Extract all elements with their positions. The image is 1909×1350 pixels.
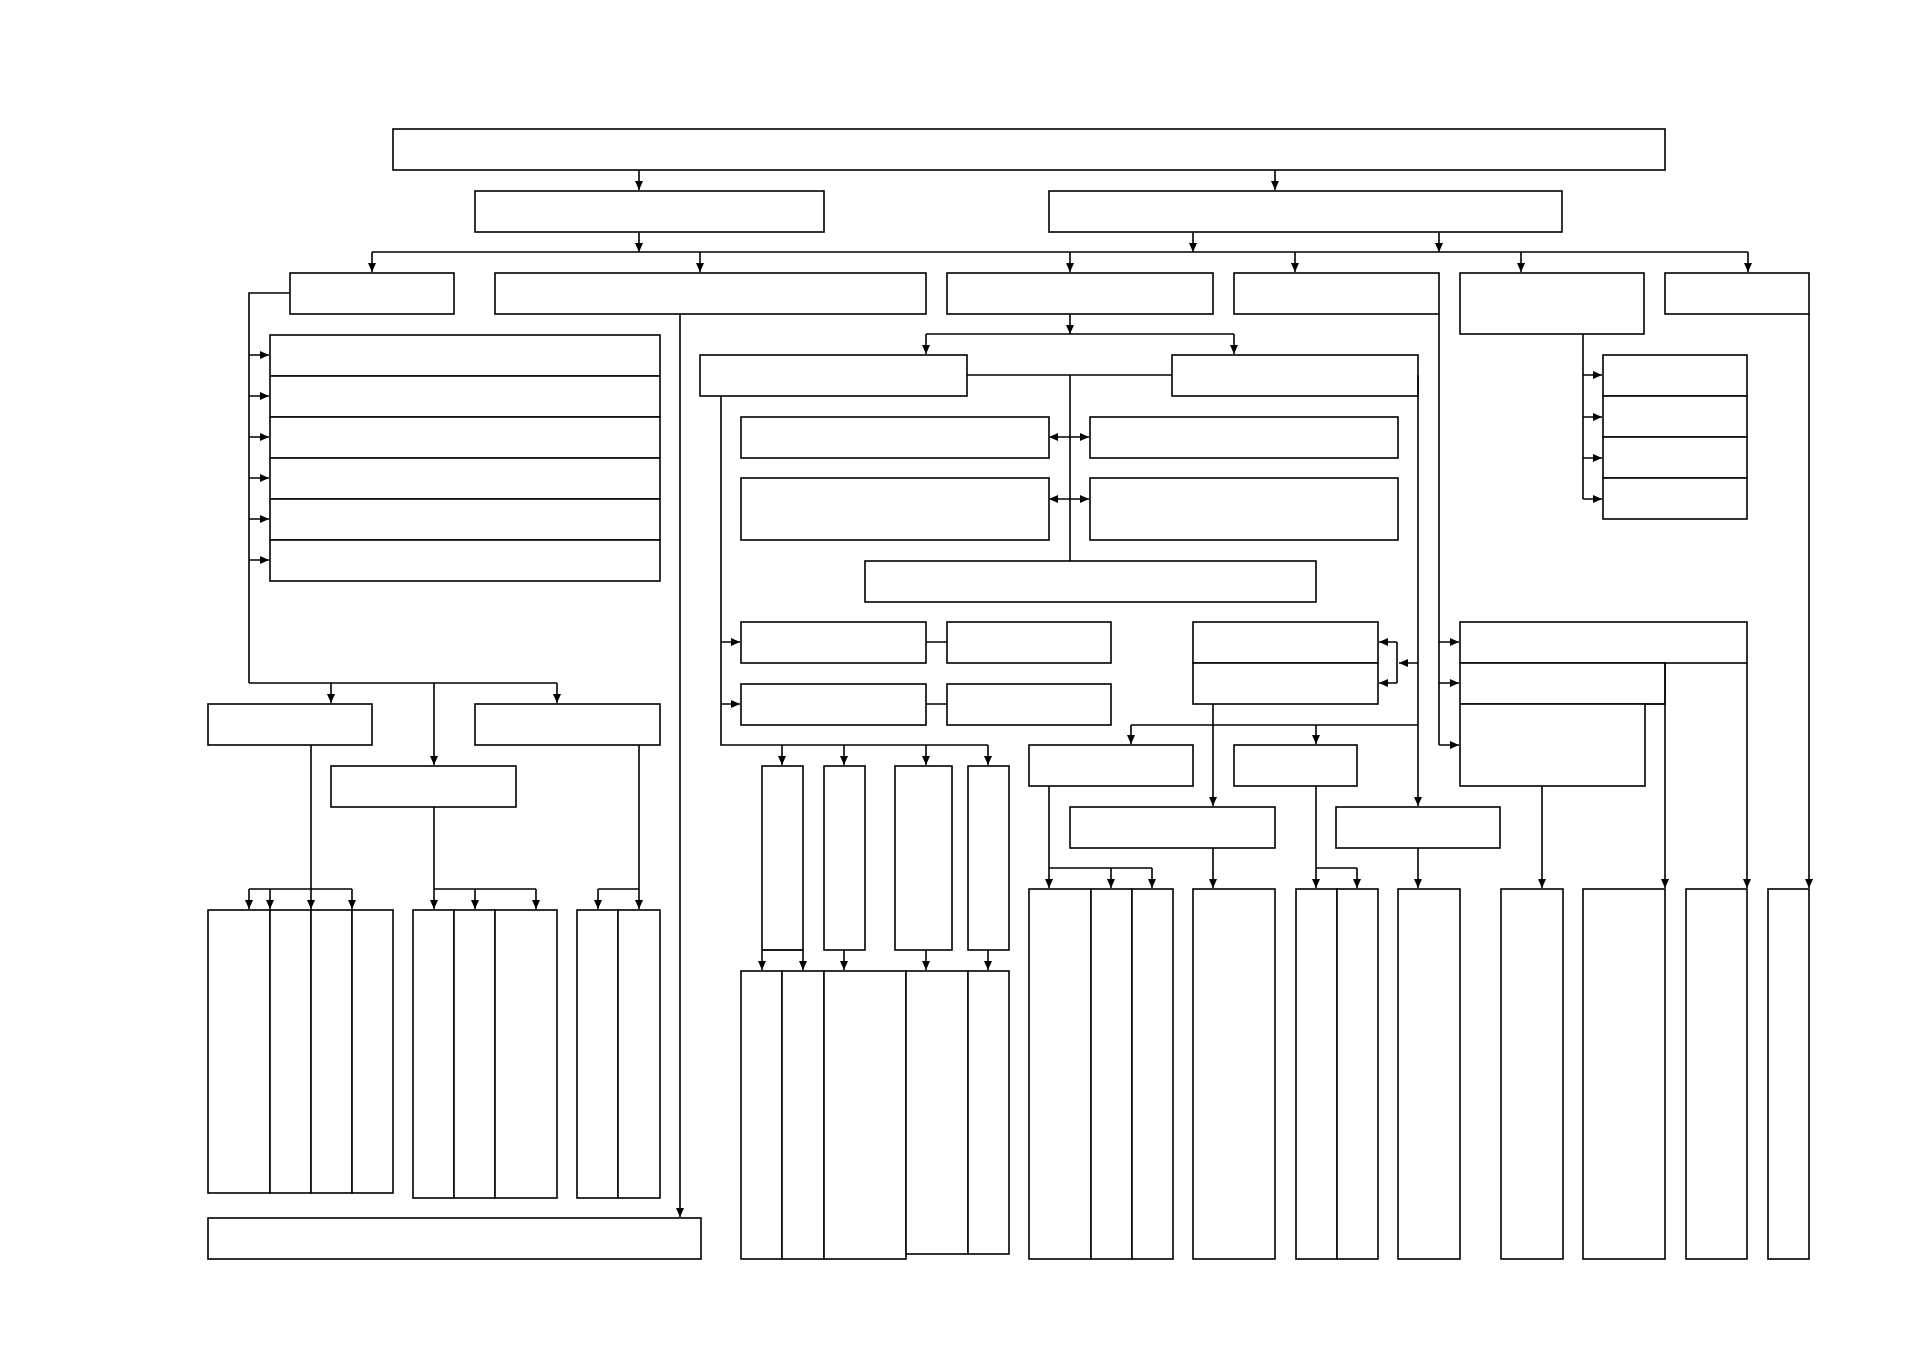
list-item-a6 bbox=[269, 539, 661, 582]
connectors bbox=[245, 170, 1813, 1217]
right-list-2 bbox=[1602, 395, 1748, 438]
column-l3 bbox=[310, 909, 353, 1194]
right-col-1 bbox=[1500, 888, 1564, 1260]
tall-col-3 bbox=[894, 765, 953, 951]
center-split-left bbox=[699, 354, 968, 397]
sub-box-left-3 bbox=[330, 765, 517, 808]
bottom-col-c5 bbox=[967, 970, 1010, 1255]
column-n1 bbox=[576, 909, 619, 1199]
right-list-1 bbox=[1602, 354, 1748, 397]
boxes bbox=[207, 128, 1810, 1260]
center-small-3 bbox=[740, 683, 927, 726]
list-item-a3 bbox=[269, 416, 661, 459]
rc-col-3 bbox=[1131, 888, 1174, 1260]
center-pair-right-2 bbox=[1089, 477, 1399, 541]
rc-box-4 bbox=[1335, 806, 1501, 849]
bottom-col-c3 bbox=[823, 970, 907, 1260]
rc-col-1 bbox=[1028, 888, 1092, 1260]
center-stack-1 bbox=[1192, 621, 1379, 664]
bottom-col-c4 bbox=[905, 970, 969, 1255]
list-item-a5 bbox=[269, 498, 661, 541]
tall-col-4 bbox=[967, 765, 1010, 951]
rc-col-4 bbox=[1192, 888, 1276, 1260]
center-small-1 bbox=[740, 621, 927, 664]
sub-box-left-1 bbox=[207, 703, 373, 746]
column-n2 bbox=[617, 909, 661, 1199]
right-list-3 bbox=[1602, 436, 1748, 479]
bottom-col-c2 bbox=[781, 970, 825, 1260]
rc-col-5 bbox=[1295, 888, 1338, 1260]
column-m1 bbox=[412, 909, 455, 1199]
center-summary-box bbox=[864, 560, 1317, 603]
rc-col-6 bbox=[1336, 888, 1379, 1260]
right-branch-box bbox=[1048, 190, 1563, 233]
column-m3 bbox=[494, 909, 558, 1199]
sub-box-left-2 bbox=[474, 703, 661, 746]
group-box-f bbox=[1664, 272, 1810, 315]
connector-line bbox=[248, 292, 290, 683]
bottom-col-c1 bbox=[740, 970, 783, 1260]
right-col-3 bbox=[1685, 888, 1748, 1260]
center-stack-2 bbox=[1192, 662, 1379, 705]
column-l1 bbox=[207, 909, 271, 1194]
center-split-right bbox=[1171, 354, 1419, 397]
list-item-a2 bbox=[269, 375, 661, 418]
right-stack-1 bbox=[1459, 621, 1748, 664]
rc-box-1 bbox=[1028, 744, 1194, 787]
group-box-d bbox=[1233, 272, 1440, 315]
rc-col-7 bbox=[1397, 888, 1461, 1260]
rc-box-2 bbox=[1233, 744, 1358, 787]
rc-col-2 bbox=[1090, 888, 1133, 1260]
column-l2 bbox=[269, 909, 312, 1194]
center-pair-right-1 bbox=[1089, 416, 1399, 459]
right-col-2 bbox=[1582, 888, 1666, 1260]
column-l4 bbox=[351, 909, 394, 1194]
right-stack-3 bbox=[1459, 703, 1646, 787]
group-box-c bbox=[946, 272, 1214, 315]
group-box-a bbox=[289, 272, 455, 315]
connector-line bbox=[720, 396, 988, 746]
left-branch-box bbox=[474, 190, 825, 233]
column-m2 bbox=[453, 909, 496, 1199]
group-box-e bbox=[1459, 272, 1645, 335]
right-stack-2 bbox=[1459, 662, 1666, 705]
root-box bbox=[392, 128, 1666, 171]
list-item-a4 bbox=[269, 457, 661, 500]
group-box-b bbox=[494, 272, 927, 315]
rc-box-3 bbox=[1069, 806, 1276, 849]
center-pair-left-1 bbox=[740, 416, 1050, 459]
right-col-4 bbox=[1767, 888, 1810, 1260]
center-small-4 bbox=[946, 683, 1112, 726]
bottom-wide-box bbox=[207, 1217, 702, 1260]
center-pair-left-2 bbox=[740, 477, 1050, 541]
list-item-a1 bbox=[269, 334, 661, 377]
right-list-4 bbox=[1602, 477, 1748, 520]
tall-col-2 bbox=[823, 765, 866, 951]
center-small-2 bbox=[946, 621, 1112, 664]
tall-col-1 bbox=[761, 765, 804, 951]
